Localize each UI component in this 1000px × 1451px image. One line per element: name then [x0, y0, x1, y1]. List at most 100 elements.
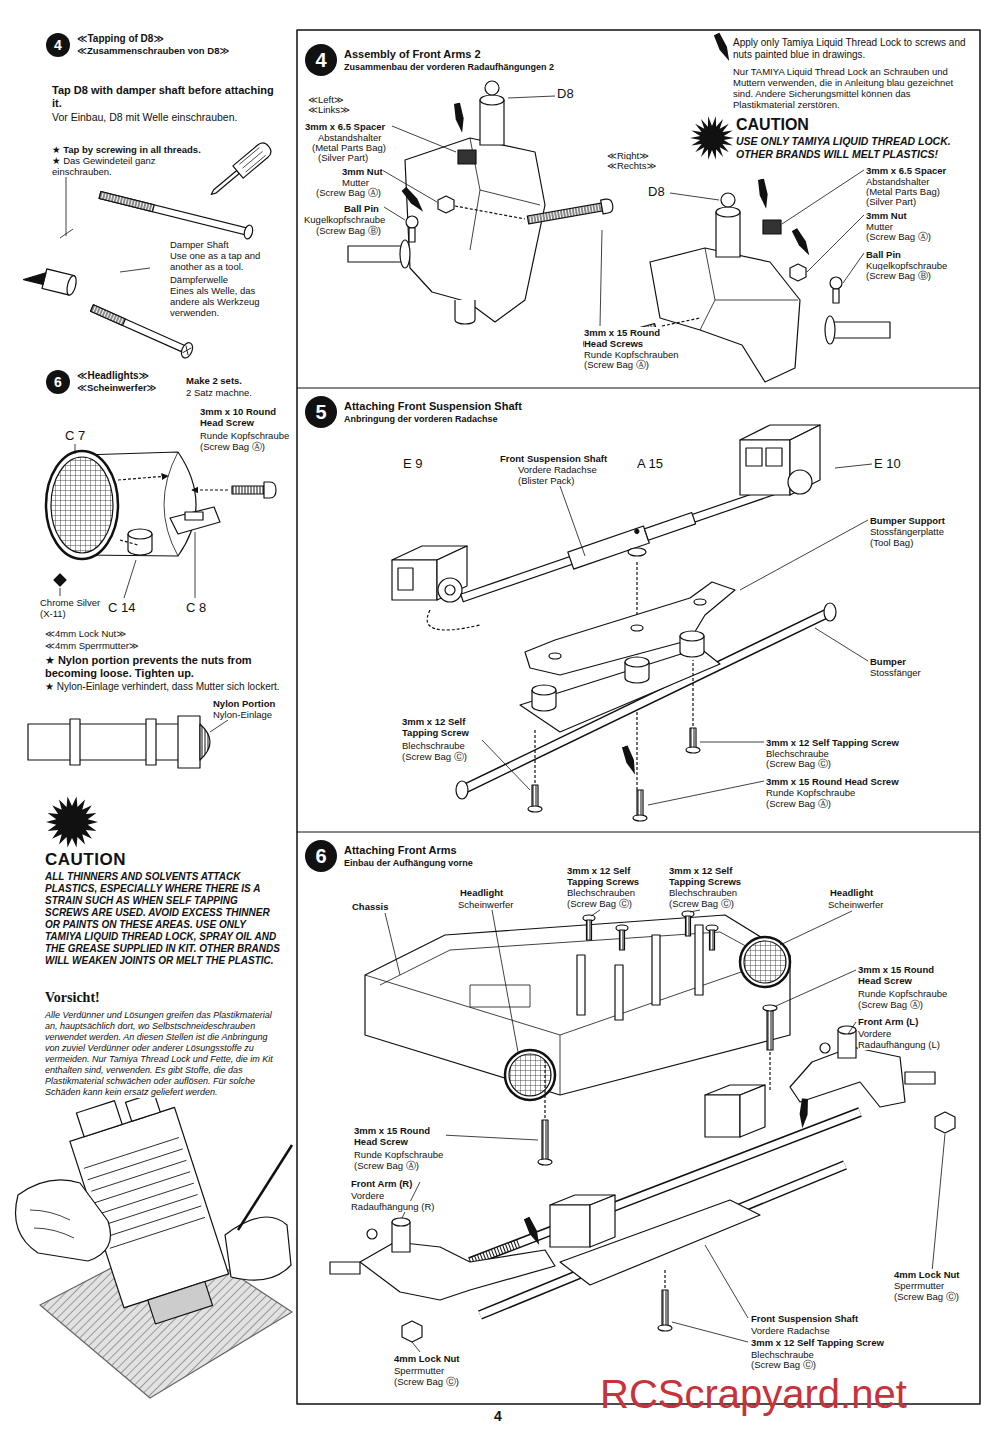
part-label-german: Nur TAMIYA Liquid Thread Lock an Schraub… — [733, 66, 973, 110]
part-label: Bumper Support — [870, 515, 945, 526]
part-label-german: (Screw Bag Ⓐ) — [316, 187, 381, 198]
part-label: Nylon Portion — [213, 698, 275, 709]
step-title-group: ≪Headlights≫≪Scheinwerfer≫ — [77, 369, 157, 395]
part-label-german: (Screw Bag Ⓒ) — [394, 1376, 459, 1387]
step-title: Einbau der Aufhängung vorne — [344, 857, 473, 869]
step-number: 4 — [54, 38, 62, 52]
part-label: Front Arm (R) — [351, 1178, 412, 1189]
watermark: RCScrapyard.net — [600, 1372, 907, 1416]
part-label-german: Runde Kopfschraube — [766, 787, 855, 798]
part-label: Chassis — [352, 901, 388, 912]
part-label: Ball Pin — [344, 203, 379, 214]
part-label-german: (Blister Pack) — [518, 475, 574, 486]
part-number: C 7 — [65, 428, 85, 443]
step-title: Anbringung der vorderen Radachse — [344, 413, 522, 425]
part-label-german: ≪4mm Lock Nut≫ — [45, 628, 126, 639]
part-label-german: Runde Kopfschraube — [200, 430, 289, 441]
part-label-german: (Tool Bag) — [870, 537, 913, 548]
step-badge: 6 — [46, 370, 70, 394]
part-label-german: (Screw Bag Ⓒ) — [766, 758, 831, 769]
part-label-german: Runde Kopfschraube — [858, 988, 947, 999]
part-label: 3mm x 6.5 Spacer — [305, 121, 385, 132]
page-number: 4 — [494, 1408, 502, 1424]
part-label-german: Stossfänger — [870, 667, 921, 678]
part-label: Headlight — [830, 887, 873, 898]
instruction-text: Tap D8 with damper shaft before attachin… — [52, 84, 284, 110]
part-label: 3mm Nut — [342, 166, 383, 177]
step-heading: 4≪Tapping of D8≫≪Zusammenschrauben von D… — [46, 32, 229, 58]
caution-burst — [46, 796, 98, 847]
caution-burst — [690, 116, 734, 159]
part-label-german: Radaufhängung (R) — [351, 1201, 434, 1212]
caution-heading: CAUTION — [45, 850, 126, 869]
step-title: Attaching Front Suspension Shaft — [344, 399, 522, 413]
part-label-german: Eines als Welle, das andere als Werkzeug… — [170, 285, 280, 318]
caution-text: ALL THINNERS AND SOLVENTS ATTACK PLASTIC… — [45, 871, 281, 967]
caution-heading: CAUTION — [736, 116, 809, 134]
part-label: 3mm x 15 Round Head Screw — [354, 1125, 446, 1147]
part-number: D8 — [648, 184, 665, 199]
step-heading: 4Assembly of Front Arms 2Zusammenbau der… — [305, 44, 554, 76]
part-label: 3mm x 12 Self Tapping Screw — [402, 716, 482, 738]
part-label-german: (Screw Bag Ⓒ) — [402, 751, 467, 762]
part-number: E 10 — [874, 456, 901, 471]
part-label: Front Suspension Shaft — [751, 1313, 858, 1324]
part-label-german: Stossfängerplatte — [870, 526, 944, 537]
part-label-german: Blechschrauben — [567, 887, 635, 898]
part-label: ★ Tap by screwing in all threads. — [52, 144, 201, 155]
part-label: 3mm x 6.5 Spacer — [866, 165, 946, 176]
part-label: 3mm x 12 Self Tapping Screws — [567, 865, 647, 887]
part-label: 3mm Nut — [866, 210, 907, 221]
part-label-german: Vordere Radachse — [518, 464, 597, 475]
part-label-german: ★ Das Gewindeteil ganz einschrauben. — [52, 155, 164, 177]
step-title: ≪Scheinwerfer≫ — [77, 382, 157, 395]
part-label: Front Suspension Shaft — [500, 453, 607, 464]
part-label-german: Kugelkopfschraube — [304, 214, 385, 225]
caution-text: USE ONLY TAMIYA LIQUID THREAD LOCK. OTHE… — [736, 135, 976, 160]
caution-heading: Vorsicht! — [45, 990, 100, 1006]
step-title: ≪Headlights≫ — [77, 369, 157, 382]
step-heading: 6 ≪Headlights≫≪Scheinwerfer≫ — [46, 369, 157, 395]
step-title: Assembly of Front Arms 2 — [344, 47, 554, 61]
step-heading: 6 Attaching Front ArmsEinbau der Aufhängu… — [305, 840, 473, 872]
part-label-german: (Screw Bag Ⓒ) — [567, 898, 632, 909]
part-label-german: (Screw Bag Ⓒ) — [894, 1291, 959, 1302]
part-label: Front Arm (L) — [858, 1016, 918, 1027]
step-badge: 5 — [305, 396, 337, 428]
step-badge: 6 — [305, 840, 337, 872]
part-label-german: (Screw Bag Ⓐ) — [584, 359, 649, 370]
part-label-german: (Screw Bag Ⓒ) — [669, 898, 734, 909]
part-label-german: (Screw Bag Ⓐ) — [866, 231, 931, 242]
part-label: 3mm x 12 Self Tapping Screw — [751, 1337, 884, 1348]
part-label-german: Dämpferwelle — [170, 274, 228, 285]
part-label-german: 2 Satz machne. — [186, 387, 252, 398]
part-label: 3mm x 12 Self Tapping Screw — [766, 737, 899, 748]
part-label-german: (Screw Bag Ⓑ) — [866, 270, 931, 281]
step-number: 6 — [54, 375, 62, 389]
part-number: A 15 — [637, 456, 663, 471]
part-label-german: Chrome Silver (X-11) — [40, 597, 110, 619]
step-title-group: Attaching Front ArmsEinbau der Aufhängun… — [344, 843, 473, 869]
part-label-german: Vordere Radachse — [751, 1325, 830, 1336]
part-label-german: Vordere — [351, 1190, 384, 1201]
part-label-german: (Screw Bag Ⓐ) — [766, 798, 831, 809]
part-label-german: (Screw Bag Ⓑ) — [316, 225, 381, 236]
part-label-german: (Screw Bag Ⓐ) — [354, 1160, 419, 1171]
part-label-german: (Screw Bag Ⓒ) — [751, 1359, 816, 1370]
part-number: E 9 — [403, 456, 423, 471]
instruction-text: Vor Einbau, D8 mit Welle einschrauben. — [52, 111, 284, 124]
note-text: ★ Nylon-Einlage verhindert, dass Mutter … — [45, 681, 283, 693]
part-label-german: Sperrmutter — [894, 1280, 944, 1291]
part-label: 3mm x 15 Round Head Screw — [766, 776, 899, 787]
step-number: 6 — [315, 846, 326, 866]
part-label-german: ≪4mm Sperrmutter≫ — [45, 640, 139, 651]
step-heading: 5 Attaching Front Suspension ShaftAnbring… — [305, 396, 522, 428]
part-label-german: Use one as a tap and another as a tool. — [170, 250, 282, 272]
part-label: 4mm Lock Nut — [894, 1269, 959, 1280]
part-number: D8 — [557, 86, 574, 101]
part-label: Ball Pin — [866, 249, 901, 260]
part-label-german: (Screw Bag Ⓐ) — [200, 441, 265, 452]
caution-text: Alle Verdünner und Lösungen greifen das … — [45, 1010, 281, 1098]
part-label: 3mm x 15 Round Head Screws — [584, 327, 676, 349]
